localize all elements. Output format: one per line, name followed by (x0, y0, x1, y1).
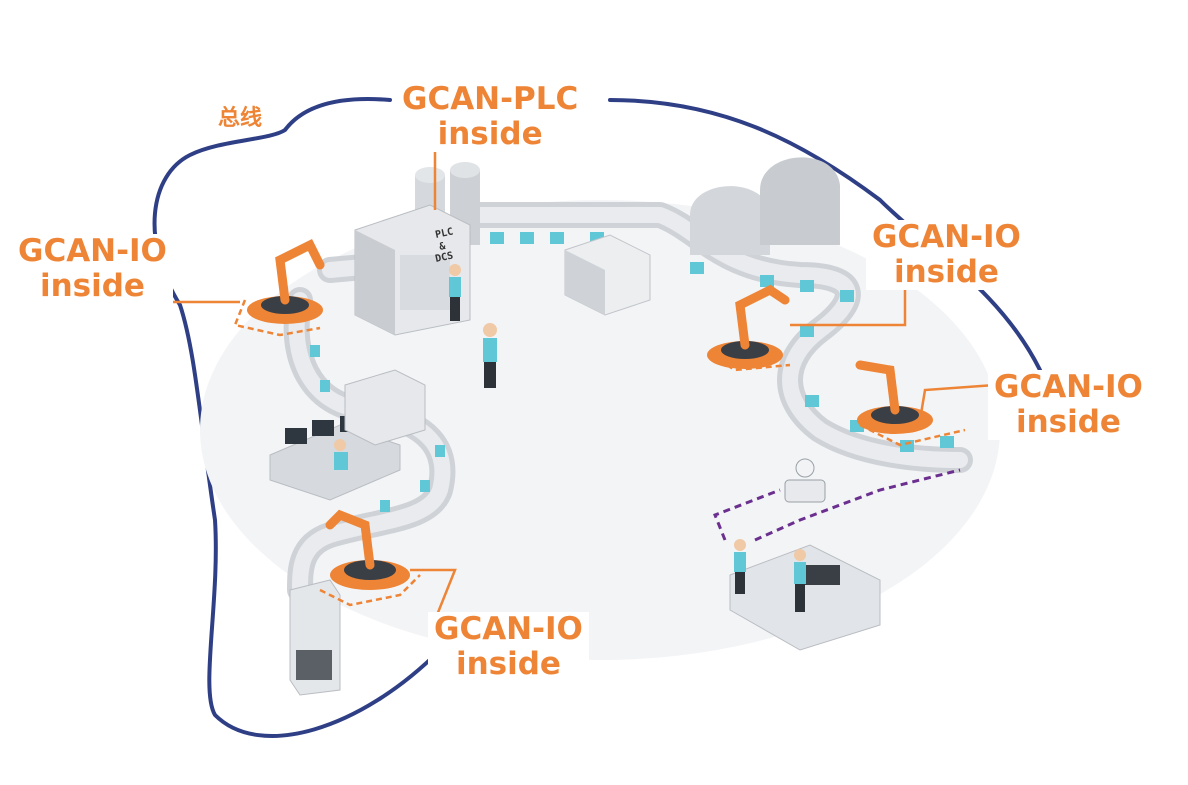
controller-label-line1: GCAN-PLC (402, 81, 579, 117)
products (310, 232, 954, 512)
io-zones (233, 299, 966, 607)
io-label-right: GCAN-IO inside (988, 370, 1149, 440)
plc-box-line1: PLC (434, 226, 454, 241)
io-label-left-line2: inside (39, 268, 145, 304)
io-label-left-line1: GCAN-IO (18, 233, 167, 269)
plc-box-line3: DCS (434, 250, 454, 265)
io-label-top-right-line1: GCAN-IO (872, 219, 1021, 255)
io-label-left: GCAN-IO inside (12, 234, 173, 304)
exit-gate (289, 579, 341, 696)
io-label-right-line2: inside (1015, 404, 1121, 440)
tanks (415, 157, 840, 255)
io-label-right-line1: GCAN-IO (994, 369, 1143, 405)
agv-route (713, 468, 961, 542)
controller-label-line2: inside (437, 116, 543, 152)
controller-label: GCAN-PLC inside (396, 81, 585, 152)
io-label-top-right: GCAN-IO inside (866, 220, 1027, 290)
workers (334, 264, 806, 612)
io-label-bottom: GCAN-IO inside (428, 612, 589, 682)
io-label-top-right-line2: inside (893, 254, 999, 290)
robot-arms (247, 238, 933, 590)
bus-label: 总线 (218, 106, 263, 131)
plc-box-line2: & (438, 241, 447, 253)
plc-dcs-cabinet (354, 204, 471, 336)
io-label-bottom-line1: GCAN-IO (434, 611, 583, 647)
agv-robot (784, 458, 826, 503)
central-machine (564, 234, 651, 316)
io-label-bottom-line2: inside (455, 646, 561, 682)
